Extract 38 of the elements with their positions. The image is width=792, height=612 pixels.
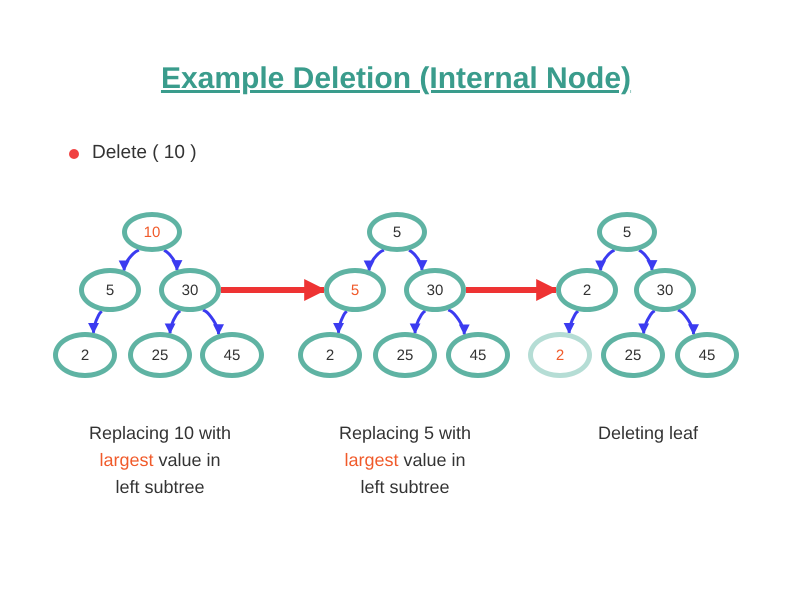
- tree-link-arrow: [638, 309, 656, 334]
- node-value: 25: [152, 346, 168, 364]
- step-arrow: [221, 279, 326, 301]
- node-value: 5: [392, 224, 402, 240]
- tree-link-arrow: [88, 310, 103, 334]
- node-value: 45: [224, 346, 240, 364]
- tree-link-arrow: [163, 248, 182, 272]
- caption: Replacing 5 with largest value in left subtree: [338, 422, 472, 499]
- caption: Replacing 10 with largest value in left subtree: [88, 422, 232, 499]
- node-value: 45: [470, 346, 486, 364]
- title: Example Deletion (Internal Node): [160, 62, 632, 95]
- tree-link-arrow: [638, 248, 658, 272]
- node-value: 30: [656, 282, 674, 298]
- node-value: 25: [624, 346, 642, 364]
- tree-link-arrow: [410, 310, 426, 334]
- node-value: 10: [144, 224, 160, 240]
- node-value: 30: [426, 282, 444, 298]
- node-value: 5: [106, 282, 114, 298]
- tree-link-arrow: [448, 308, 470, 336]
- tree-link-arrow: [408, 248, 428, 272]
- node-value: 2: [556, 346, 564, 364]
- node-value: 5: [622, 224, 632, 240]
- caption: Deleting leaf: [596, 422, 700, 445]
- node-value: 30: [182, 282, 198, 298]
- tree-link-arrow: [164, 310, 182, 334]
- step-arrow: [466, 279, 558, 301]
- tree-link-arrow: [677, 308, 700, 336]
- node-value: 2: [80, 346, 90, 364]
- bullet-text: Delete ( 10 ): [92, 142, 197, 164]
- tree-link-arrow: [595, 248, 616, 272]
- node-value: 25: [396, 346, 414, 364]
- node-value: 5: [350, 282, 360, 298]
- node-value: 45: [698, 346, 716, 364]
- tree-link-arrow: [333, 310, 348, 334]
- node-value: 2: [326, 346, 334, 364]
- tree-link-arrow: [202, 308, 224, 336]
- node-value: 2: [582, 282, 592, 298]
- tree-link-arrow: [564, 310, 580, 334]
